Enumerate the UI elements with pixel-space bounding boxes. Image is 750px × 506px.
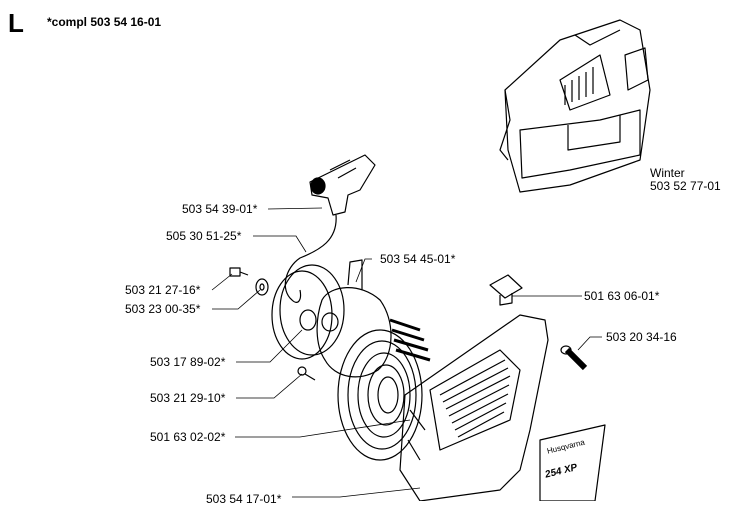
winter-cover-drawing	[499, 19, 651, 193]
kit-title: *compl 503 54 16-01	[47, 15, 162, 29]
leader-bottom	[292, 487, 421, 498]
small-screw-drawing	[229, 267, 269, 296]
leader-pulley	[236, 329, 303, 363]
part-label-screw-housing: 503 21 29-10*	[150, 391, 226, 405]
part-label-pulley: 503 17 89-02*	[150, 355, 226, 369]
spring-drawing	[337, 318, 431, 461]
leader-washer	[212, 289, 261, 310]
winter-label: Winter	[650, 166, 685, 180]
leader-cover	[235, 419, 411, 438]
part-label-spring-housing: 503 54 45-01*	[380, 252, 456, 266]
part-label-plug: 501 63 06-01*	[584, 289, 660, 303]
leader-screw-small	[211, 273, 233, 291]
part-label-washer: 503 23 00-35*	[125, 302, 201, 316]
part-label-bottom: 503 54 17-01*	[206, 492, 282, 506]
housing-plate-drawing	[316, 259, 392, 378]
rope-drawing	[284, 214, 337, 303]
leader-rope	[253, 235, 307, 253]
starter-cover-drawing	[399, 314, 549, 501]
side-screw-drawing	[560, 345, 588, 371]
part-label-screw-small: 503 21 27-16*	[125, 283, 201, 297]
plug-drawing	[489, 274, 523, 306]
pulley-drawing	[271, 264, 345, 360]
leader-spring-housing	[355, 258, 372, 283]
leader-screw-housing	[236, 373, 303, 399]
part-label-rope: 505 30 51-25*	[166, 229, 242, 243]
leader-side-screw	[577, 336, 602, 351]
housing-screw-drawing	[297, 366, 316, 381]
part-label-handle: 503 54 39-01*	[182, 202, 258, 216]
decal-drawing	[539, 424, 606, 501]
part-label-side-screw: 503 20 34-16	[606, 330, 677, 344]
part-label-cover: 501 63 02-02*	[150, 430, 226, 444]
section-letter: L	[8, 8, 24, 38]
winter-part-number: 503 52 77-01	[650, 179, 721, 193]
handle-drawing	[309, 154, 376, 216]
leader-handle	[267, 207, 323, 210]
